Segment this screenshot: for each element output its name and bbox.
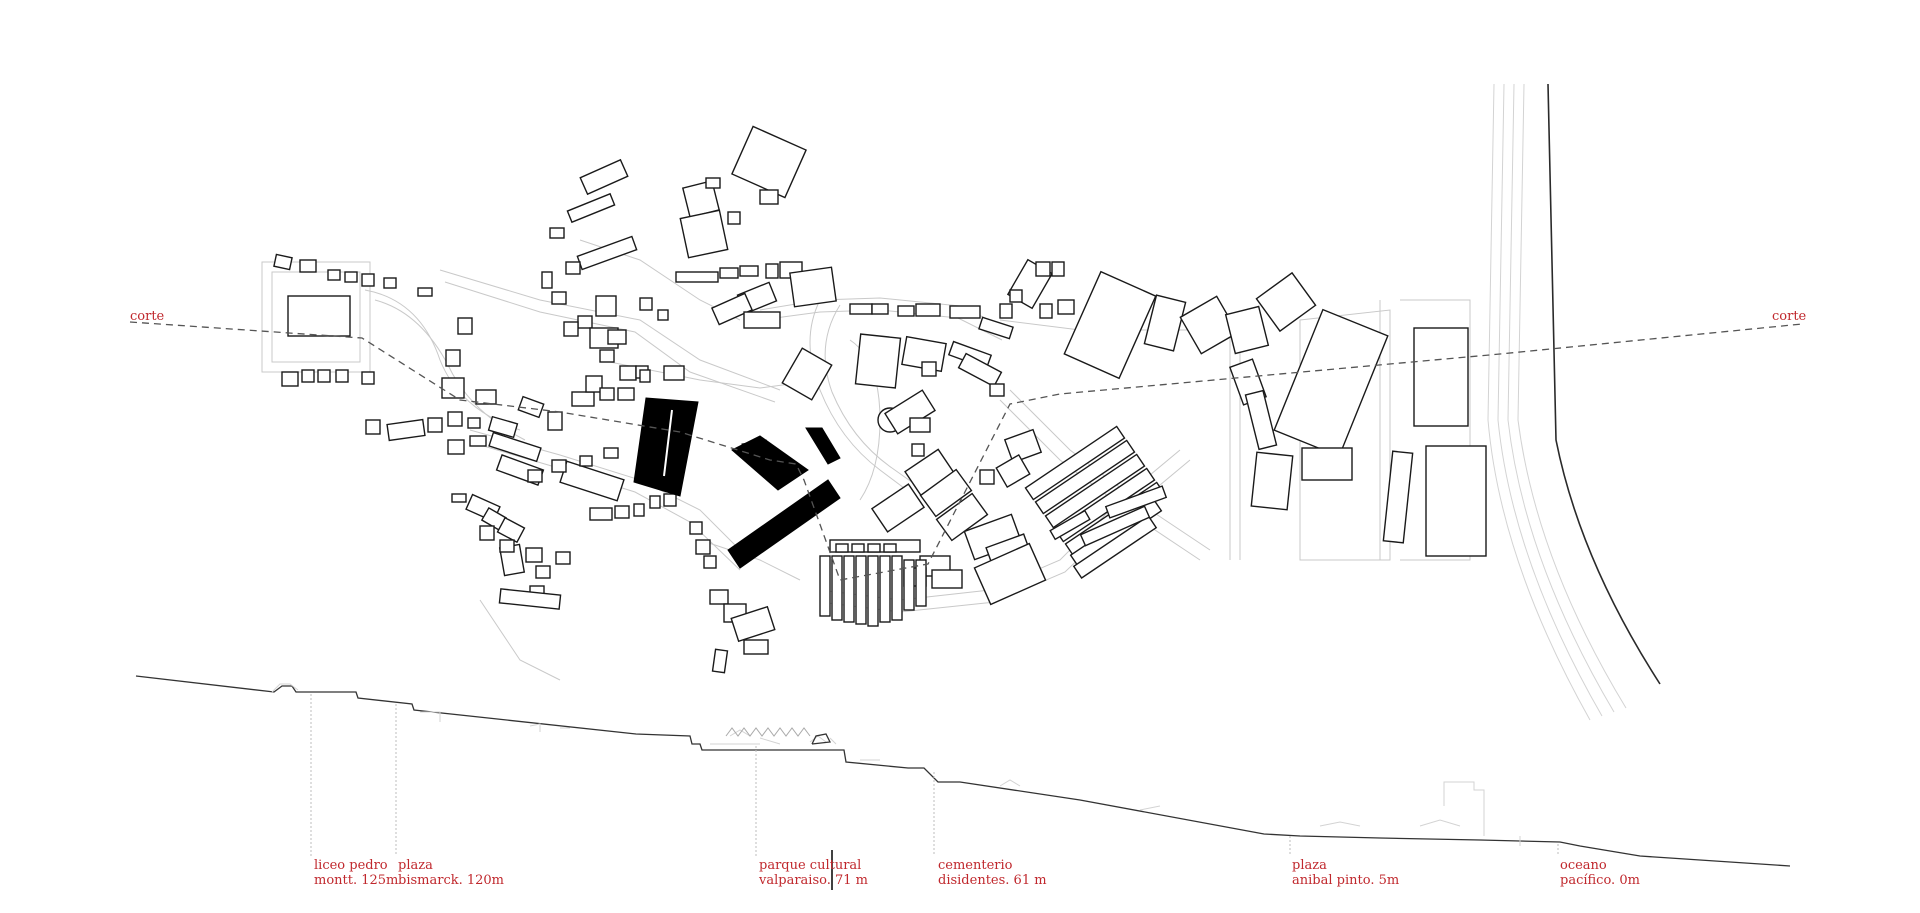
building-footprints — [273, 125, 1487, 674]
label-bismarck-line1: plaza — [398, 858, 433, 873]
label-liceo-line1: liceo pedro — [314, 858, 388, 873]
label-anibal-line2: anibal pinto. 5m — [1292, 873, 1399, 888]
cemetery-blocks — [819, 425, 1168, 627]
label-parque-line2: valparaiso. 71 m — [758, 873, 868, 888]
label-parque-line1: parque cultural — [759, 858, 861, 873]
coastline — [1487, 83, 1661, 721]
section-labels: liceo pedro montt. 125m plaza bismarck. … — [314, 858, 1640, 888]
cut-label-right: corte — [1772, 309, 1807, 324]
label-cementerio-line1: cementerio — [938, 858, 1013, 873]
label-cementerio-line2: disidentes. 61 m — [938, 873, 1047, 888]
section-cut-line: corte corte — [129, 309, 1807, 581]
park-trees — [725, 727, 811, 737]
label-anibal-line1: plaza — [1292, 858, 1327, 873]
label-oceano-line1: oceano — [1560, 858, 1607, 873]
label-liceo-line2: montt. 125m — [314, 873, 398, 888]
section-profile — [135, 675, 1791, 890]
label-oceano-line2: pacífico. 0m — [1560, 873, 1640, 888]
project-buildings — [633, 397, 841, 569]
label-bismarck-line2: bismarck. 120m — [398, 873, 504, 888]
cut-label-left: corte — [130, 309, 165, 324]
